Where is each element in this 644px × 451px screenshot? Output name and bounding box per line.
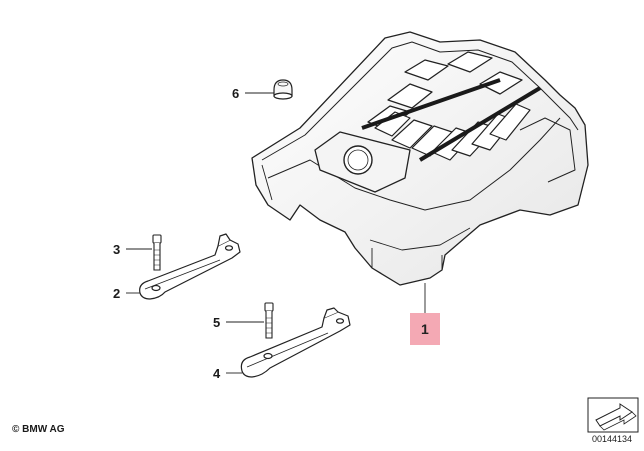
direction-arrow-icon — [587, 397, 639, 433]
engine-cover[interactable] — [251, 31, 589, 286]
copyright-text: © BMW AG — [12, 424, 65, 435]
callout-3: 3 — [113, 242, 120, 257]
screw-right[interactable] — [264, 302, 274, 339]
callout-5: 5 — [213, 315, 220, 330]
callout-6: 6 — [232, 86, 239, 101]
callout-4: 4 — [213, 366, 221, 381]
callout-1: 1 — [421, 321, 429, 337]
callout-1-highlight[interactable] — [410, 313, 440, 345]
rubber-cap[interactable] — [273, 79, 293, 100]
bracket-left[interactable] — [139, 233, 241, 300]
bracket-right[interactable] — [240, 307, 351, 378]
leader-lines — [126, 92, 426, 374]
document-number: 00144134 — [592, 434, 633, 444]
callout-2: 2 — [113, 286, 120, 301]
screw-left[interactable] — [152, 234, 162, 271]
